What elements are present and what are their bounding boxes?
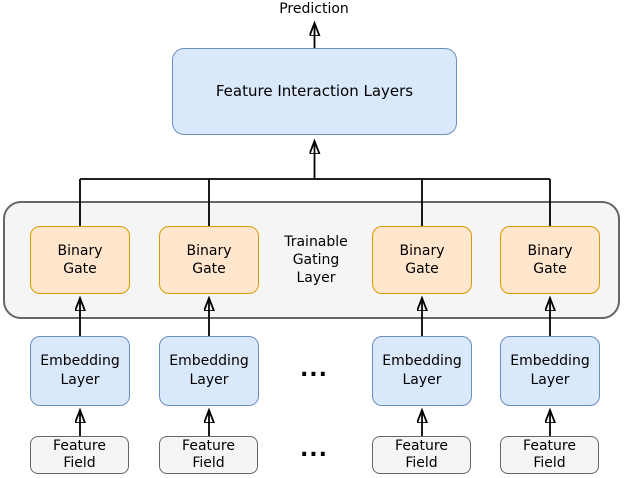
embedding-layer-box-1: Embedding Layer bbox=[30, 336, 130, 406]
binary-gate-box-1: Binary Gate bbox=[30, 226, 130, 294]
feature-field-box-3: Feature Field bbox=[372, 436, 471, 474]
trainable-gating-layer-label: Trainable Gating Layer bbox=[284, 234, 348, 286]
ellipsis-embedding-row: ... bbox=[299, 357, 329, 382]
feature-field-box-1: Feature Field bbox=[30, 436, 129, 474]
ellipsis-field-row: ... bbox=[299, 437, 329, 462]
feature-field-box-4: Feature Field bbox=[500, 436, 599, 474]
feature-interaction-layers-label: Feature Interaction Layers bbox=[215, 82, 414, 100]
embedding-layer-box-2: Embedding Layer bbox=[159, 336, 259, 406]
embedding-layer-box-3: Embedding Layer bbox=[372, 336, 472, 406]
binary-gate-box-2: Binary Gate bbox=[159, 226, 259, 294]
embedding-layer-box-4: Embedding Layer bbox=[500, 336, 600, 406]
feature-field-box-2: Feature Field bbox=[159, 436, 258, 474]
binary-gate-box-3: Binary Gate bbox=[372, 226, 472, 294]
prediction-label: Prediction bbox=[279, 1, 349, 17]
binary-gate-box-4: Binary Gate bbox=[500, 226, 600, 294]
feature-interaction-layers-box: Feature Interaction Layers bbox=[172, 48, 457, 135]
